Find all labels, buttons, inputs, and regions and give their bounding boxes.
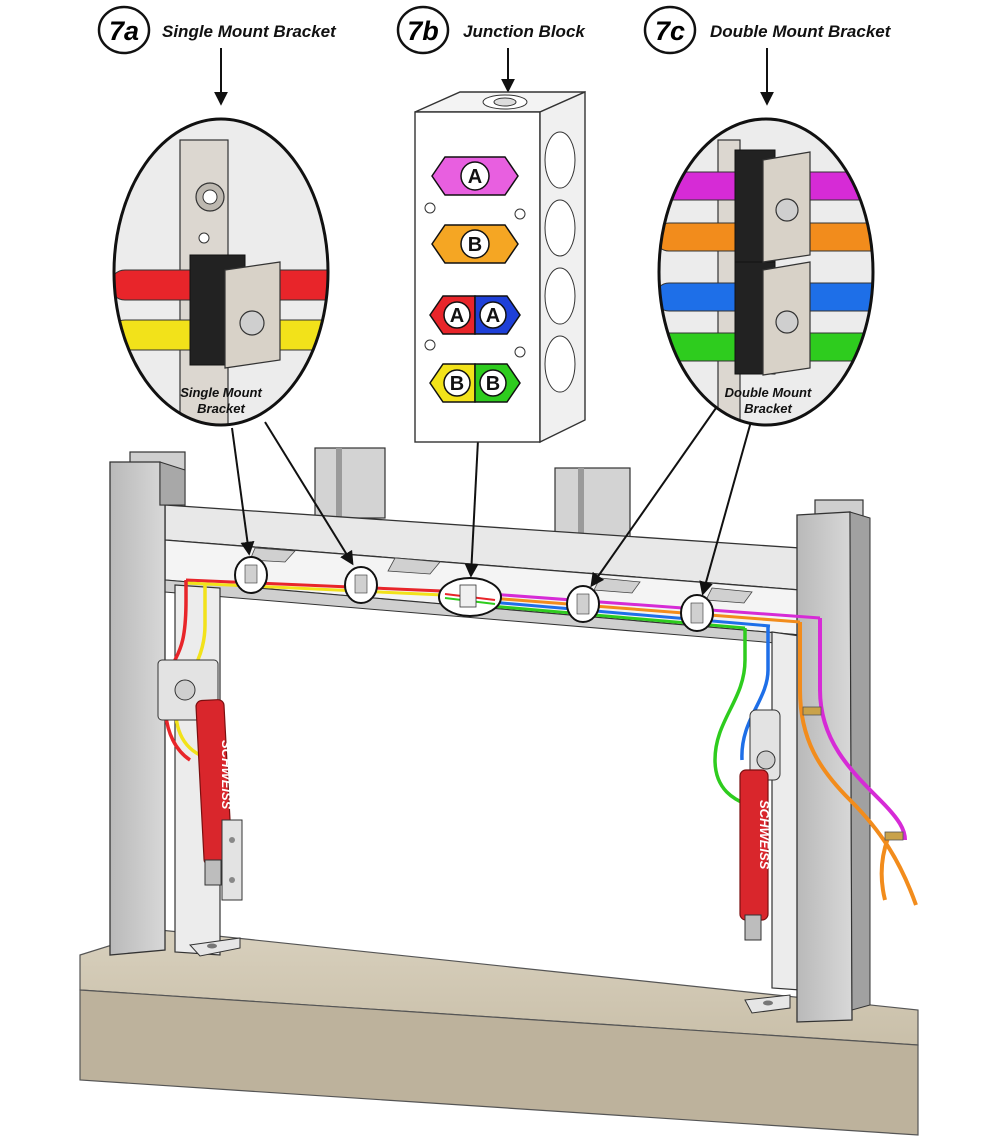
- port-aa-left-label: A: [450, 305, 464, 327]
- junction-port-a: A: [431, 156, 519, 196]
- junction-block-title: Junction Block: [463, 22, 586, 41]
- double-mount-detail: Double Mount Bracket: [657, 117, 875, 427]
- right-hydraulic-cylinder: SCHWEISS: [739, 709, 781, 941]
- double-mount-title: Double Mount Bracket: [710, 22, 892, 41]
- single-mount-detail: Single Mount Bracket: [112, 117, 330, 427]
- step-7a-label: 7a: [109, 16, 139, 46]
- inner-posts: [174, 584, 801, 991]
- junction-port-b: B: [431, 224, 519, 264]
- callout-header-7c: 7c Double Mount Bracket: [643, 5, 892, 55]
- beam-bracket-markers: [234, 556, 714, 632]
- junction-port-aa: A A: [429, 295, 521, 335]
- left-hydraulic-cylinder: SCHWEISS: [157, 659, 243, 901]
- callout-header-7a: 7a Single Mount Bracket: [97, 5, 337, 55]
- double-mount-caption-line1: Double Mount: [725, 385, 812, 400]
- junction-block-detail: A B A A B B: [414, 90, 586, 444]
- callout-header-7b: 7b Junction Block: [396, 5, 586, 55]
- leader-lines: [214, 48, 774, 596]
- single-mount-caption-line2: Bracket: [197, 401, 245, 416]
- right-cylinder-brand: SCHWEISS: [757, 800, 772, 870]
- single-mount-caption-line1: Single Mount: [180, 385, 262, 400]
- port-aa-right-label: A: [486, 305, 500, 327]
- junction-port-bb: B B: [429, 363, 521, 403]
- step-7c-label: 7c: [655, 16, 685, 46]
- port-b-label: B: [468, 234, 482, 256]
- step-7b-label: 7b: [407, 16, 439, 46]
- single-mount-title: Single Mount Bracket: [162, 22, 337, 41]
- port-a-label: A: [468, 166, 482, 188]
- port-bb-left-label: B: [450, 373, 464, 395]
- double-mount-caption-line2: Bracket: [744, 401, 792, 416]
- left-cylinder-brand: SCHWEISS: [219, 740, 234, 810]
- beam-hoses: [163, 578, 918, 906]
- port-bb-right-label: B: [486, 373, 500, 395]
